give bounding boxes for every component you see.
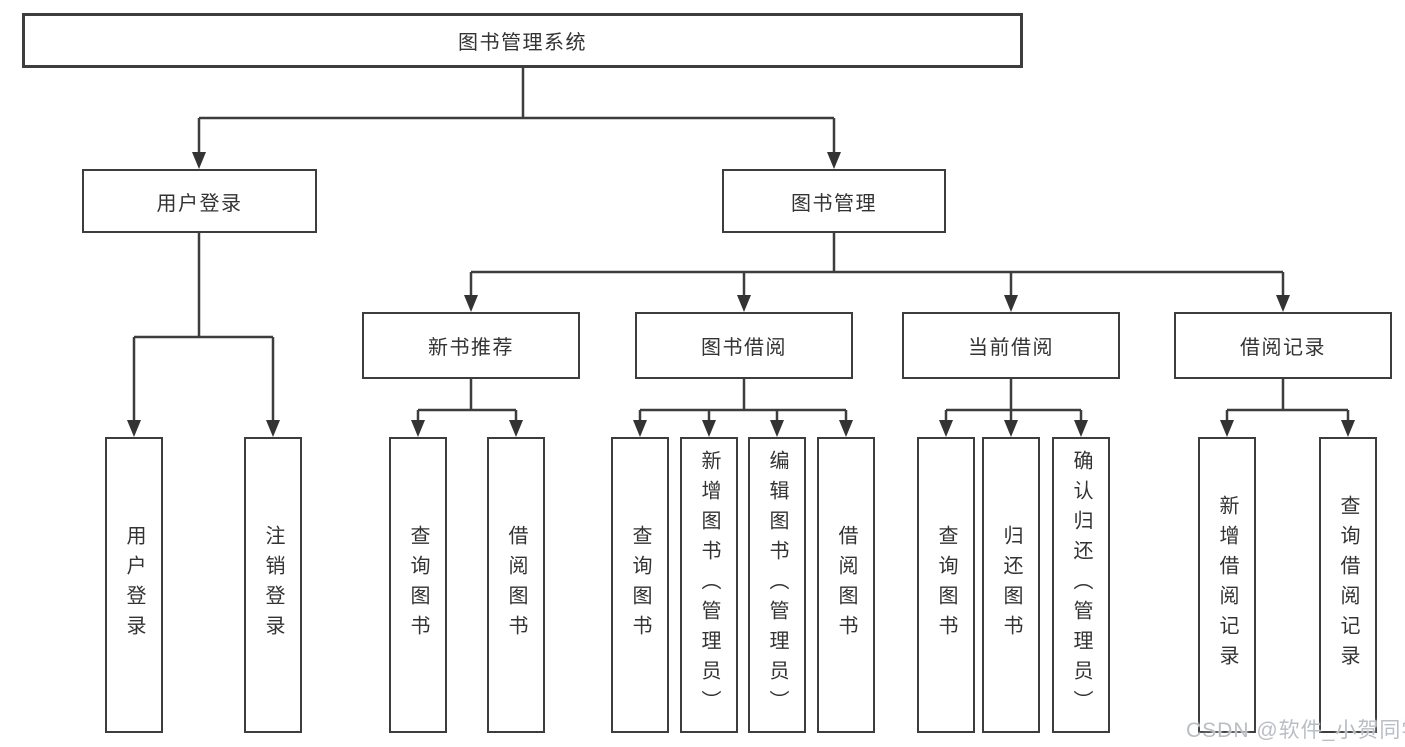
node-current-borrow-label: 当前借阅 (968, 337, 1054, 359)
arrow-user-login (192, 152, 206, 169)
arrow-newbook-child2 (509, 420, 523, 437)
node-leaf-logout: 注销登录 (244, 437, 302, 733)
node-leaf-user-login-label: 用户登录 (123, 525, 145, 645)
arrow-bookborrow-child4 (839, 420, 853, 437)
node-leaf-confirm-return-admin-label: 确认归还（管理员） (1070, 450, 1092, 720)
node-current-borrow: 当前借阅 (902, 312, 1120, 379)
node-leaf-query-books-recommend: 查询图书 (389, 437, 447, 733)
node-leaf-add-borrow-record: 新增借阅记录 (1198, 437, 1256, 733)
node-user-login-label: 用户登录 (156, 192, 243, 215)
node-root-system: 图书管理系统 (22, 13, 1023, 68)
node-leaf-borrow-books: 借阅图书 (817, 437, 875, 733)
node-leaf-logout-label: 注销登录 (262, 525, 284, 645)
node-leaf-return-book-label: 归还图书 (1000, 525, 1022, 645)
arrow-currentborrow-child1 (939, 420, 953, 437)
arrow-book-management (827, 152, 841, 169)
node-leaf-query-books-borrow: 查询图书 (611, 437, 669, 733)
arrow-currentborrow-child2 (1004, 420, 1018, 437)
arrow-login-leaf (127, 420, 141, 437)
node-leaf-add-book-admin-label: 新增图书（管理员） (698, 450, 720, 720)
arrow-borrow-records (1276, 295, 1290, 312)
arrow-book-borrow (737, 295, 751, 312)
csdn-watermark: CSDN @软件_小贺同学 (1186, 719, 1405, 742)
arrow-currentborrow-child3 (1074, 420, 1088, 437)
arrow-new-book (464, 295, 478, 312)
arrow-logout-leaf (266, 420, 280, 437)
node-leaf-add-book-admin: 新增图书（管理员） (680, 437, 738, 733)
node-leaf-query-books-recommend-label: 查询图书 (407, 525, 429, 645)
node-borrow-records: 借阅记录 (1174, 312, 1392, 379)
node-leaf-query-books-borrow-label: 查询图书 (629, 525, 651, 645)
node-book-borrow: 图书借阅 (635, 312, 853, 379)
arrow-current-borrow (1004, 295, 1018, 312)
node-leaf-borrow-books-recommend: 借阅图书 (487, 437, 545, 733)
node-root-label: 图书管理系统 (458, 32, 587, 54)
node-borrow-records-label: 借阅记录 (1240, 337, 1326, 359)
node-new-book-recommend-label: 新书推荐 (428, 337, 514, 359)
node-leaf-edit-book-admin-label: 编辑图书（管理员） (766, 450, 788, 720)
node-book-borrow-label: 图书借阅 (701, 337, 787, 359)
node-new-book-recommend: 新书推荐 (362, 312, 580, 379)
node-leaf-query-books-current: 查询图书 (917, 437, 975, 733)
node-user-login: 用户登录 (82, 169, 317, 233)
node-leaf-user-login: 用户登录 (105, 437, 163, 733)
node-leaf-borrow-books-recommend-label: 借阅图书 (505, 525, 527, 645)
node-book-management-label: 图书管理 (791, 192, 877, 215)
node-book-management: 图书管理 (722, 169, 946, 233)
node-leaf-query-borrow-record: 查询借阅记录 (1319, 437, 1377, 733)
node-leaf-borrow-books-label: 借阅图书 (835, 525, 857, 645)
node-leaf-return-book: 归还图书 (982, 437, 1040, 733)
arrow-newbook-child1 (411, 420, 425, 437)
arrow-borrowrecords-child1 (1220, 420, 1234, 437)
arrow-bookborrow-child1 (633, 420, 647, 437)
arrow-bookborrow-child2 (702, 420, 716, 437)
node-leaf-query-borrow-record-label: 查询借阅记录 (1337, 495, 1359, 675)
node-leaf-add-borrow-record-label: 新增借阅记录 (1216, 495, 1238, 675)
node-leaf-edit-book-admin: 编辑图书（管理员） (748, 437, 806, 733)
arrowheads (127, 152, 1355, 437)
node-leaf-query-books-current-label: 查询图书 (935, 525, 957, 645)
arrow-bookborrow-child3 (770, 420, 784, 437)
node-leaf-confirm-return-admin: 确认归还（管理员） (1052, 437, 1110, 733)
arrow-borrowrecords-child2 (1341, 420, 1355, 437)
